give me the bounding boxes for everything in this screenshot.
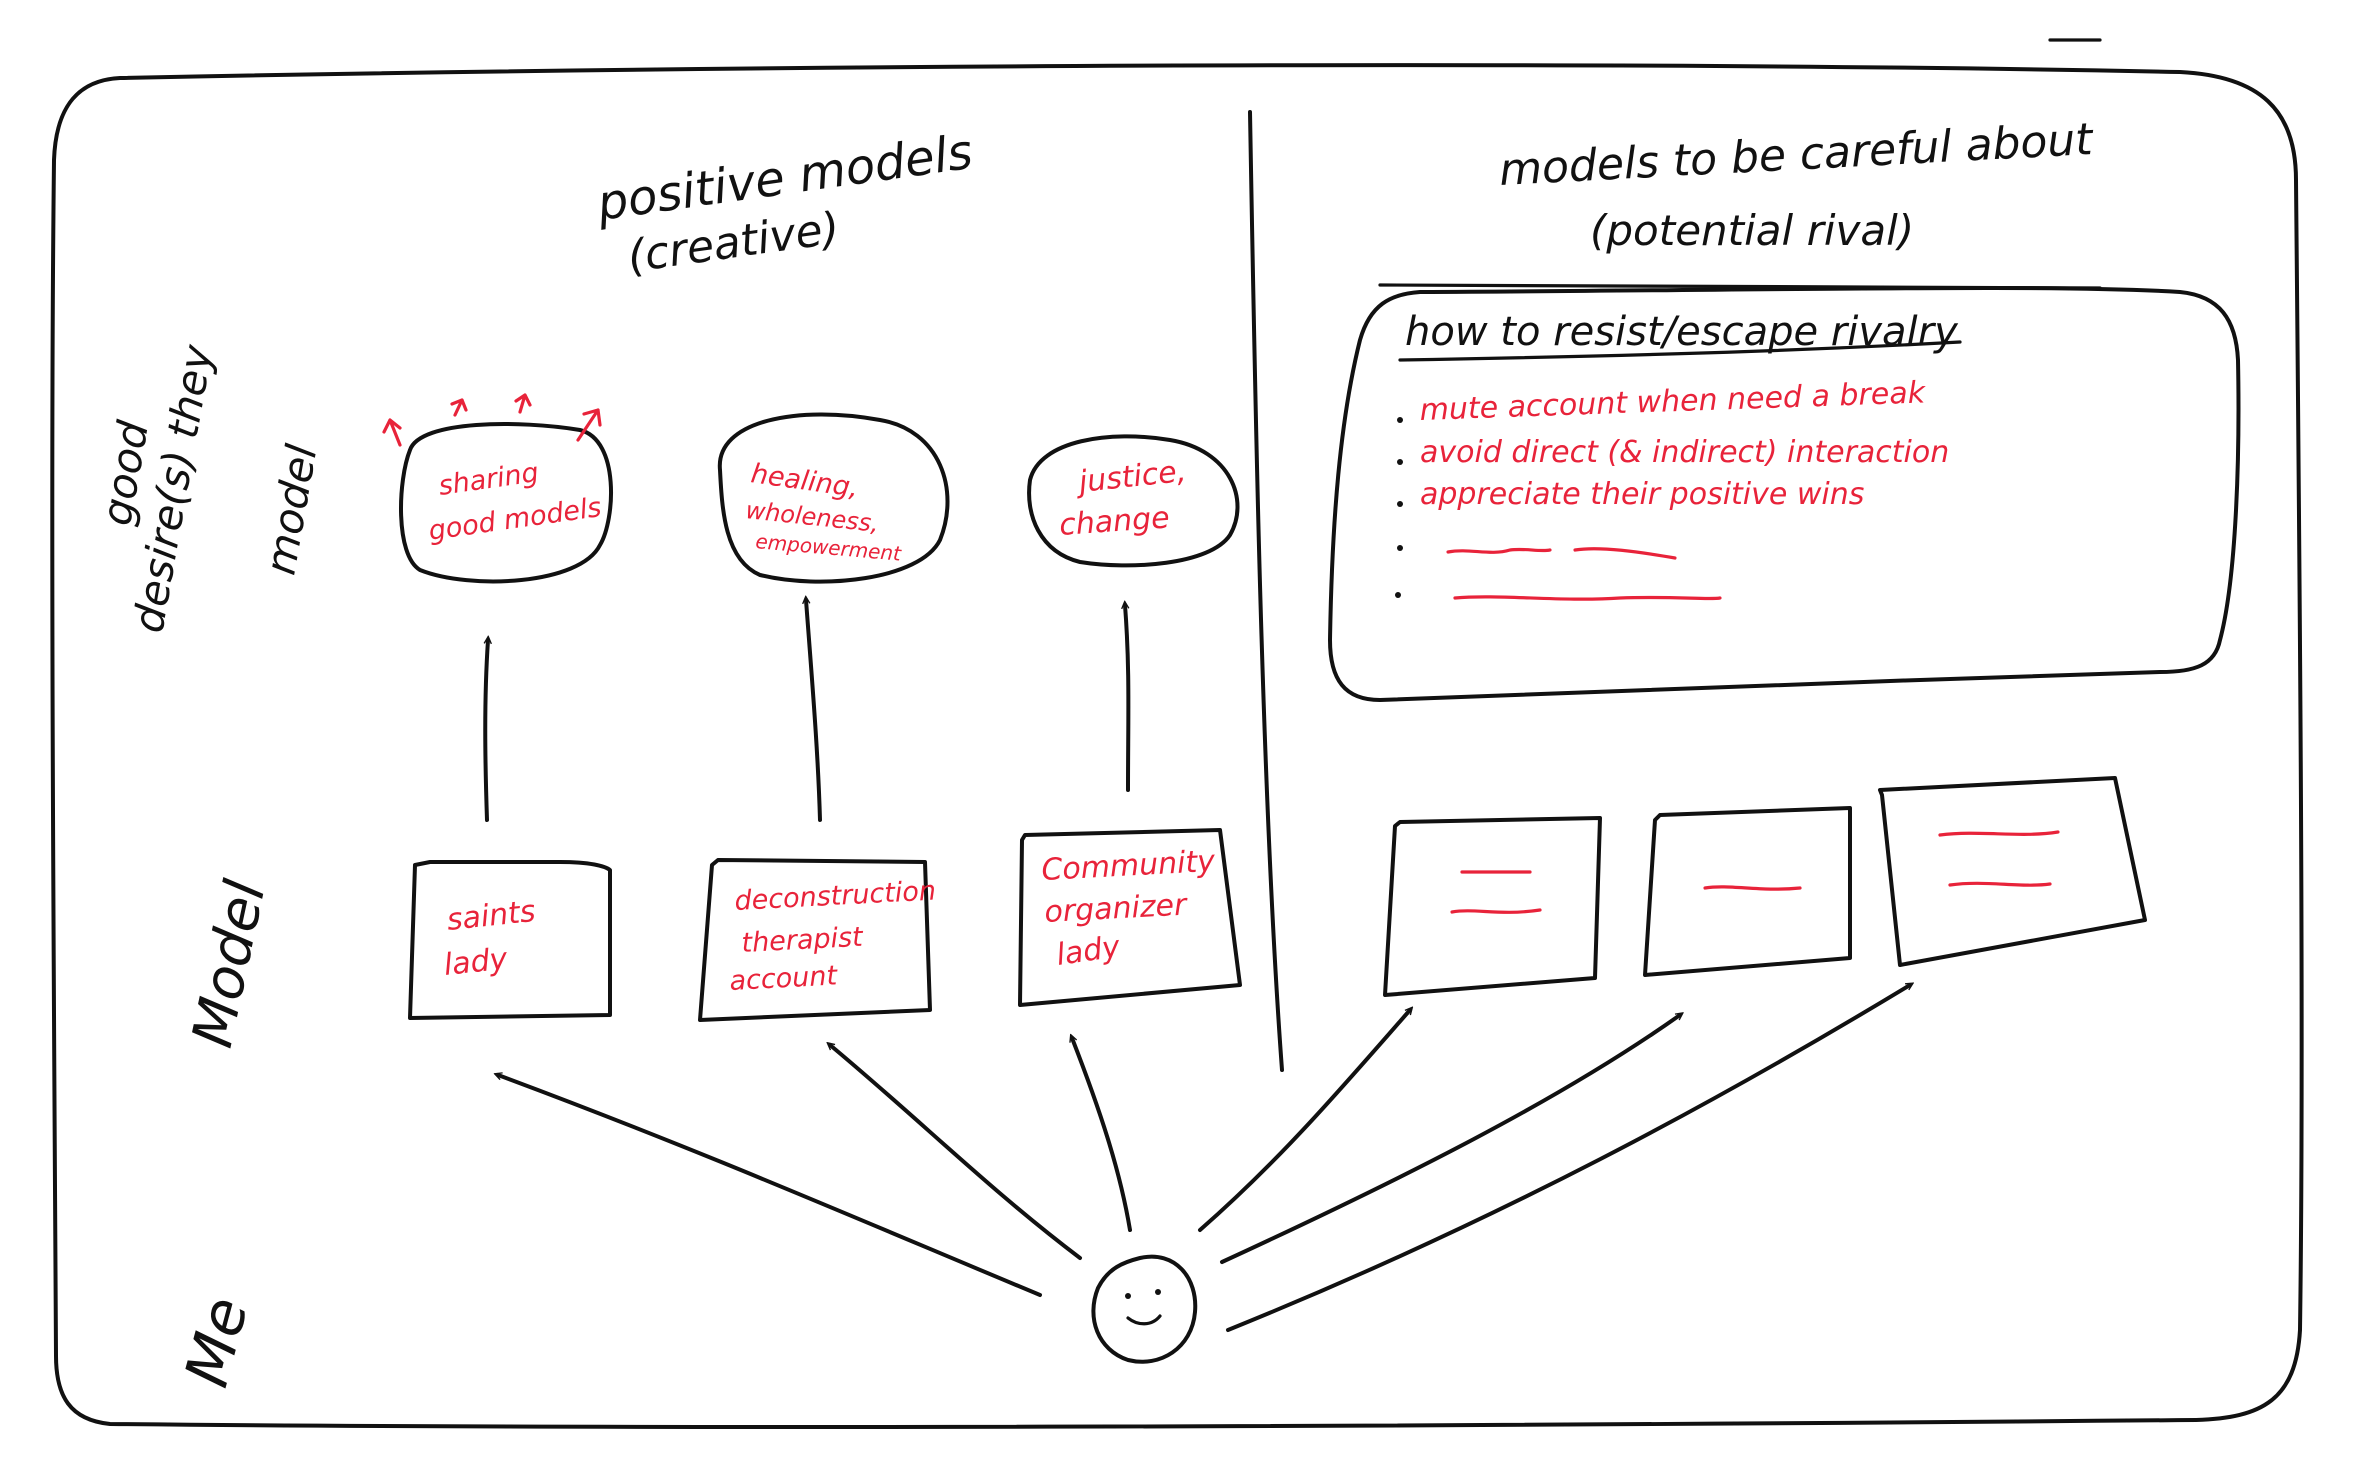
desire-3-line1: justice, (1073, 454, 1188, 500)
outer-frame (50, 63, 2304, 1429)
smiley-face-icon (1091, 1254, 1198, 1364)
arrow-up-icon (483, 640, 488, 822)
tip-item-3: appreciate their positive wins (1420, 477, 1864, 512)
desire-bubble-3: justice, change (1027, 434, 1240, 568)
rival-box-1 (1383, 816, 1602, 997)
row-label-me: Me (172, 1290, 263, 1394)
placeholder-bullet (1395, 592, 1401, 598)
desire-3-line2: change (1058, 500, 1171, 543)
desire-bubble-2: healing, wholeness, empowerment (717, 412, 950, 584)
row-label-desires-line3: model (256, 441, 327, 579)
arrow-up-icon (1198, 1010, 1410, 1232)
rival-box-2 (1643, 806, 1852, 977)
arrow-up-icon (1220, 1015, 1680, 1264)
desire-1-line2: good models (427, 492, 604, 547)
desire-bubble-1: sharing good models (382, 393, 613, 584)
model-2-line2: therapist (741, 922, 865, 959)
tip-item-1: mute account when need a break (1419, 375, 1927, 428)
model-box-3: Community organizer lady (1018, 828, 1242, 1007)
model-3-line2: organizer (1044, 888, 1189, 930)
model-2-line3: account (729, 960, 839, 997)
model-3-line3: lady (1054, 929, 1123, 973)
model-3-line1: Community (1041, 844, 1217, 888)
row-label-model: Model (180, 875, 279, 1053)
rival-box-3 (1878, 776, 2147, 967)
rivalry-box-title: how to resist/escape rivalry (1405, 309, 1959, 355)
desire-2-line3: empowerment (755, 529, 904, 566)
tip-item-2: avoid direct (& indirect) interaction (1420, 435, 1949, 470)
arrow-up-icon (498, 1075, 1042, 1297)
placeholder-bullet (1397, 545, 1403, 551)
arrow-up-icon (1125, 605, 1131, 792)
arrow-up-icon (1226, 985, 1910, 1332)
radiating-arrows-icon (382, 393, 602, 447)
model-1-line2: lady (442, 941, 510, 983)
model-1-line1: saints (445, 894, 537, 938)
model-box-1: saints lady (408, 860, 612, 1020)
right-heading-line2: (potential rival) (1590, 206, 1914, 255)
arrow-up-icon (806, 600, 822, 822)
panel-divider (1248, 110, 1284, 1072)
arrow-up-icon (830, 1045, 1082, 1260)
model-2-line1: deconstruction (734, 875, 937, 917)
placeholder-scribble (1453, 595, 1722, 601)
placeholder-scribble (1446, 547, 1677, 560)
model-box-2: deconstruction therapist account (698, 858, 937, 1022)
rivalry-tips-box: how to resist/escape rivalry mute accoun… (1328, 283, 2241, 702)
desire-1-line1: sharing (437, 457, 541, 502)
arrow-up-icon (1072, 1038, 1132, 1232)
right-heading-line1: models to be careful about (1498, 114, 2096, 196)
